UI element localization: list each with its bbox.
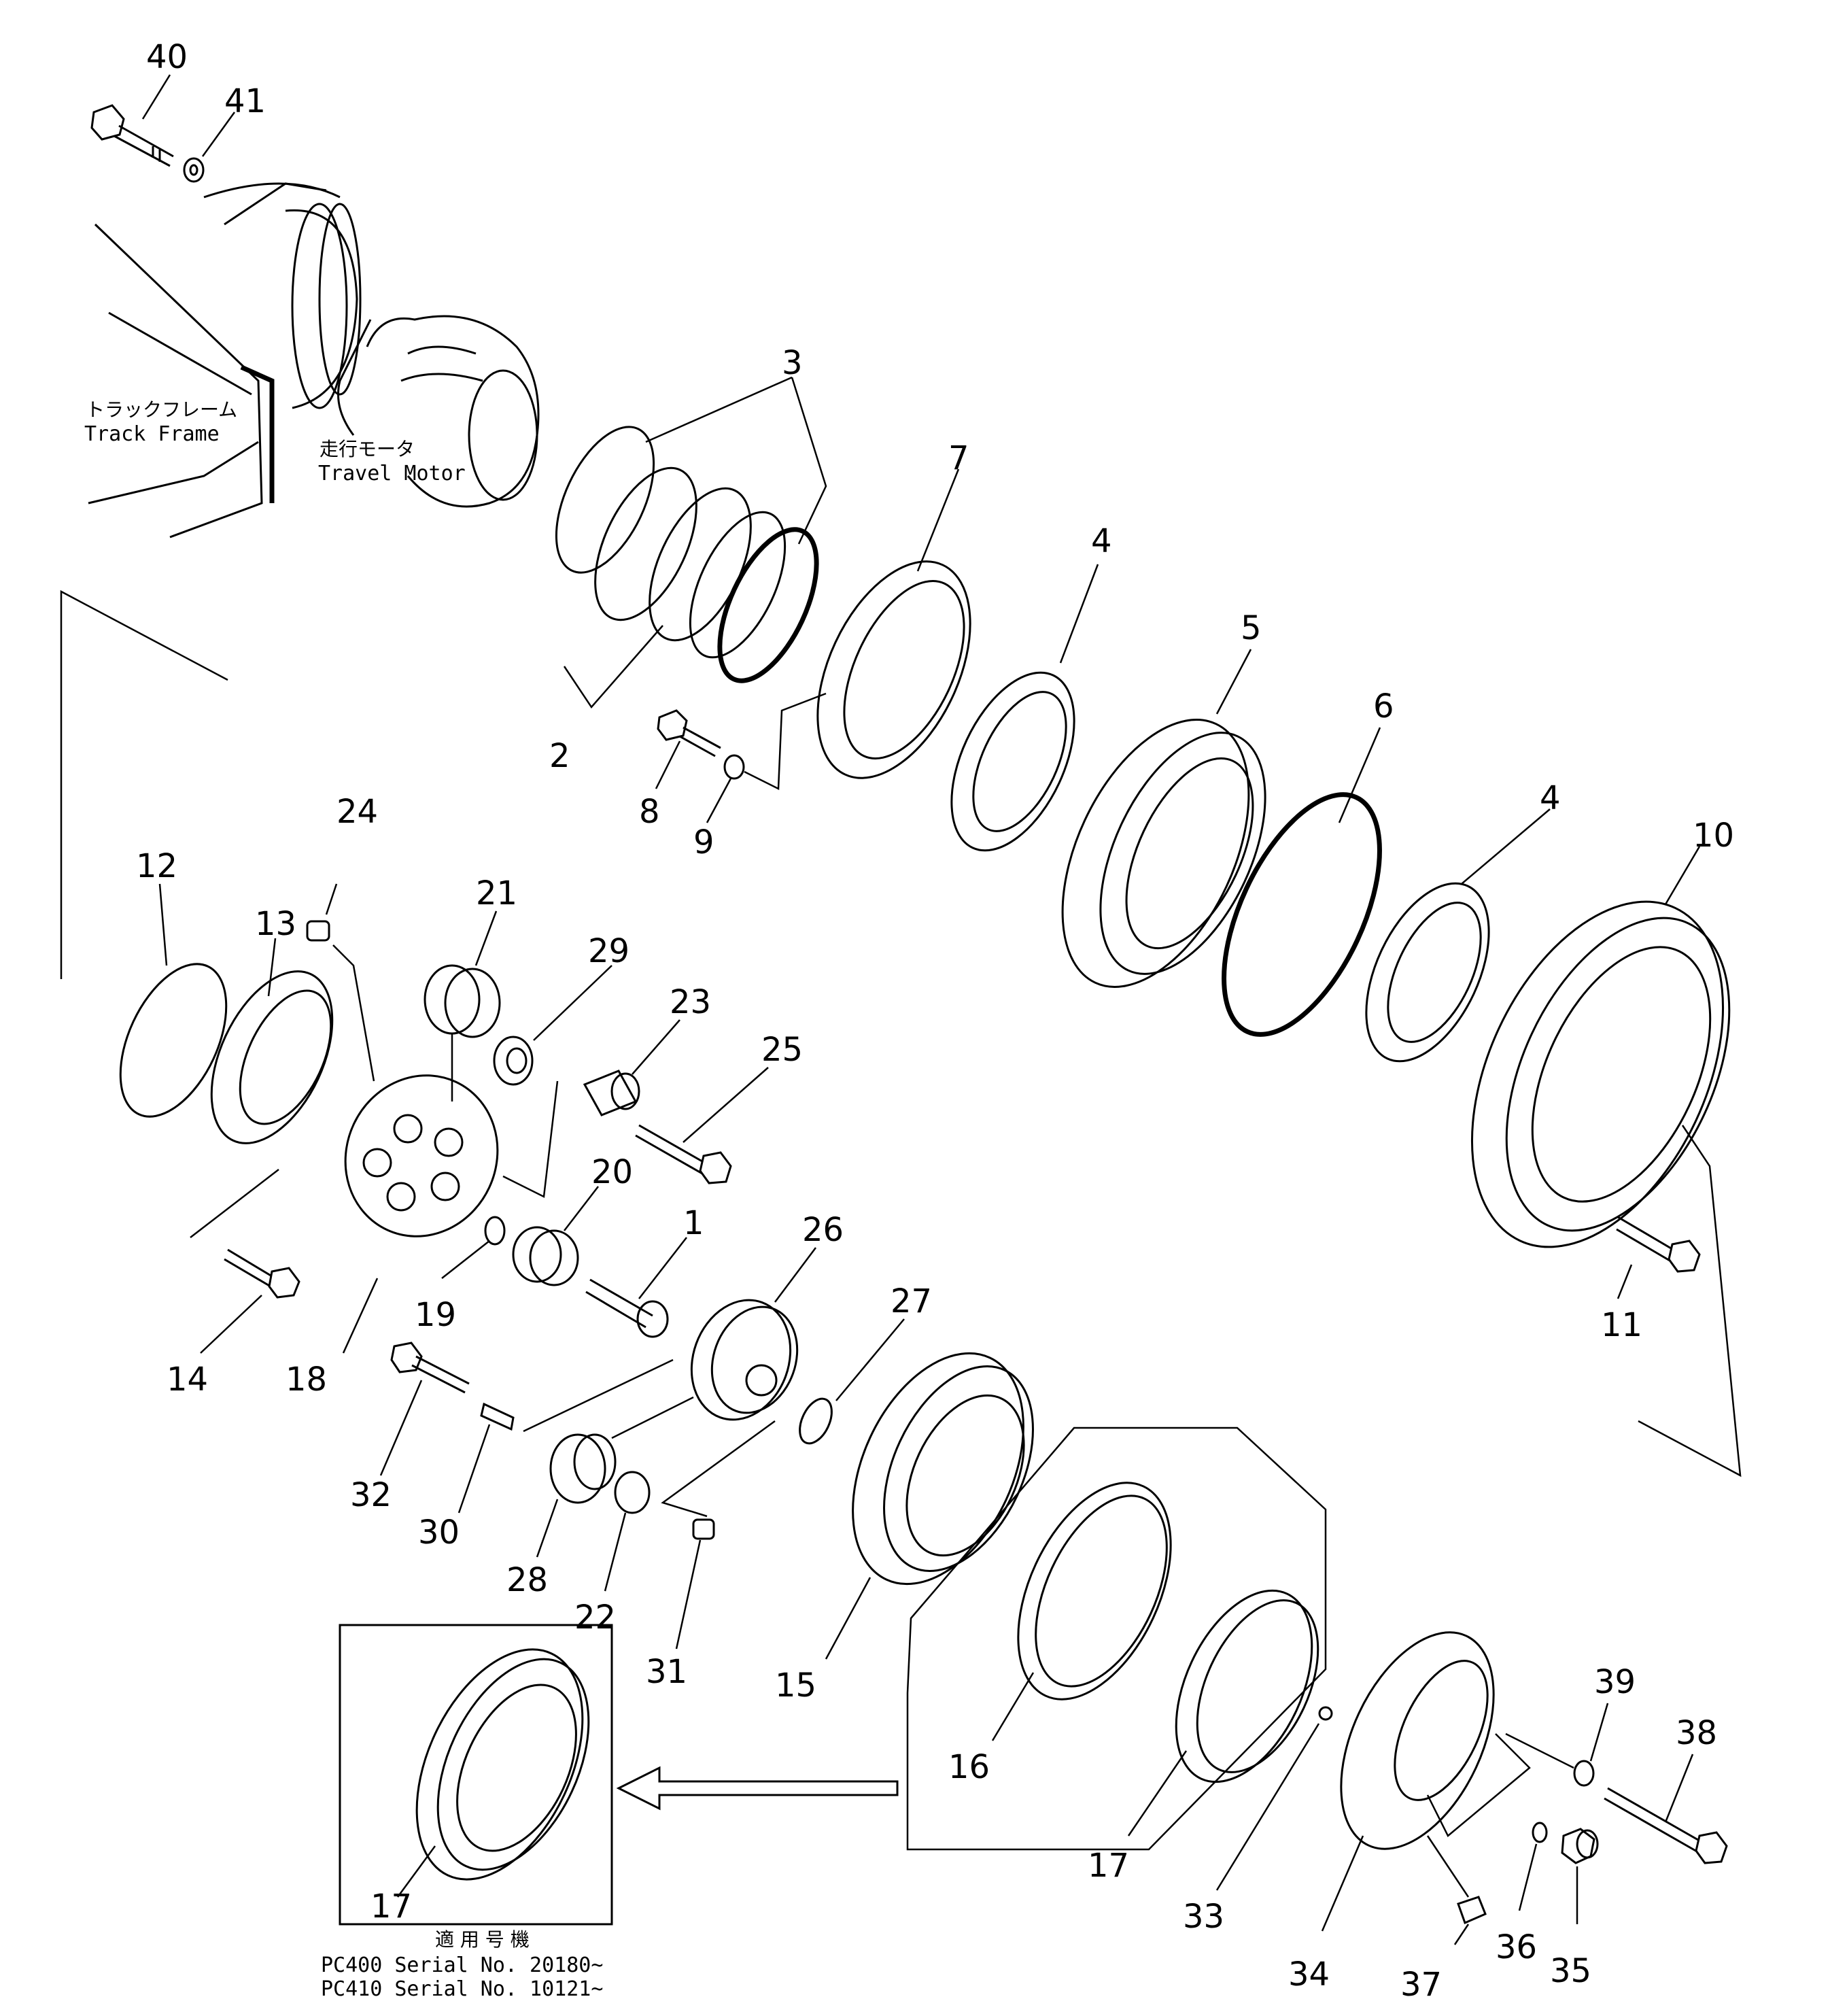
part-22-bearing	[614, 1471, 651, 1514]
callout-39: 39	[1594, 1663, 1636, 1701]
part-19-washer	[484, 1216, 506, 1246]
track-frame-label-jp: トラックフレーム	[86, 398, 237, 421]
part-6-o-ring	[1222, 792, 1382, 1037]
part-38-bolt	[1604, 1787, 1728, 1864]
note-serial-pc400: PC400 Serial No. 20180~	[321, 1953, 603, 1977]
part-11-bolt	[1616, 1216, 1701, 1273]
callout-20: 20	[591, 1153, 633, 1191]
part-37-plug	[1457, 1896, 1487, 1925]
part-41-washer	[183, 157, 205, 183]
callout-22: 22	[574, 1599, 616, 1637]
travel-motor-label: Travel Motor	[318, 462, 466, 485]
callout-19: 19	[415, 1296, 456, 1334]
callout-38: 38	[1676, 1714, 1717, 1752]
callout-9: 9	[693, 823, 714, 861]
part-13-bearing	[210, 970, 334, 1144]
part-8-bolt	[657, 709, 721, 757]
part-32-bolt	[390, 1342, 470, 1394]
callout-21: 21	[476, 874, 517, 912]
callout-5: 5	[1241, 609, 1262, 647]
travel-motor-label-jp: 走行モータ	[320, 438, 415, 460]
part-20-gear	[512, 1226, 579, 1286]
callout-37: 37	[1400, 1966, 1442, 2004]
callout-18: 18	[286, 1361, 327, 1399]
part-28-gear	[549, 1433, 617, 1504]
part-4-bearing-lower	[1365, 882, 1490, 1063]
callout-16: 16	[948, 1748, 990, 1786]
callout-41: 41	[224, 82, 266, 120]
callout-8: 8	[639, 793, 660, 831]
callout-10: 10	[1693, 817, 1734, 855]
replacement-arrow	[616, 1766, 899, 1811]
part-14-bolt	[224, 1248, 300, 1299]
part-36-ring	[1532, 1822, 1548, 1843]
callout-30: 30	[418, 1514, 460, 1552]
callout-25: 25	[761, 1031, 803, 1069]
part-34-bevel-gear	[1340, 1631, 1495, 1850]
part-30-pin	[480, 1402, 515, 1431]
callout-11: 11	[1601, 1306, 1642, 1344]
callout-35: 35	[1550, 1952, 1591, 1990]
part-31-plug	[692, 1518, 715, 1540]
callout-31: 31	[646, 1653, 687, 1691]
part-1-shaft	[585, 1278, 669, 1338]
part-29-bearing	[493, 1036, 534, 1086]
part-7-hub	[816, 560, 971, 779]
part-35-plug	[1561, 1828, 1599, 1864]
callout-34: 34	[1288, 1955, 1330, 1994]
callout-32: 32	[350, 1476, 392, 1514]
callout-33: 33	[1183, 1898, 1224, 1936]
callout-3: 3	[782, 344, 803, 382]
part-9-washer	[723, 754, 745, 780]
part-15-ring-gear	[852, 1352, 1034, 1586]
callout-40: 40	[146, 38, 188, 76]
part-26-carrier	[690, 1299, 799, 1421]
part-27-ring	[799, 1397, 833, 1445]
part-12-ring	[119, 963, 228, 1118]
callout-4-lower: 4	[1540, 779, 1561, 817]
track-frame-drawing	[88, 182, 362, 539]
callout-1: 1	[683, 1204, 704, 1242]
note-serial-pc410: PC410 Serial No. 10121~	[321, 1977, 603, 2001]
part-16-ring	[1017, 1482, 1172, 1701]
track-frame-label: Track Frame	[84, 422, 220, 446]
callout-12: 12	[136, 847, 177, 885]
part-39-washer	[1573, 1760, 1595, 1787]
callout-29: 29	[588, 932, 629, 970]
callout-7: 7	[948, 439, 969, 477]
part-25-bolt	[635, 1124, 732, 1184]
part-23-bushing	[583, 1070, 640, 1116]
part-10-sprocket	[1470, 900, 1731, 1248]
callout-2: 2	[549, 737, 570, 775]
part-18-carrier	[344, 1074, 499, 1237]
inset-callout-17: 17	[370, 1887, 412, 1926]
part-33-ball	[1318, 1706, 1333, 1721]
note-heading: 適 用 号 機	[435, 1928, 530, 1951]
travel-motor-drawing	[337, 315, 540, 508]
callout-23: 23	[670, 983, 711, 1021]
callout-14: 14	[167, 1361, 208, 1399]
part-40-bolt	[90, 104, 174, 167]
part-3-floating-seal	[555, 426, 819, 683]
part-24-plug	[306, 920, 330, 942]
callout-6: 6	[1373, 687, 1394, 725]
inset-box	[339, 1624, 613, 1926]
callout-28: 28	[506, 1561, 548, 1599]
callout-17: 17	[1088, 1847, 1129, 1885]
callout-4-upper: 4	[1091, 522, 1112, 560]
inset-part-17	[415, 1648, 590, 1881]
callout-24: 24	[336, 793, 378, 831]
part-21-gear	[424, 964, 501, 1038]
callout-27: 27	[891, 1282, 932, 1320]
part-4-bearing-upper	[950, 671, 1075, 852]
callout-36: 36	[1496, 1928, 1537, 1966]
callout-26: 26	[802, 1211, 844, 1249]
callout-15: 15	[775, 1667, 816, 1705]
part-5-housing	[1061, 719, 1266, 988]
part-17-ring-gear	[1175, 1589, 1319, 1783]
callout-13: 13	[255, 905, 296, 943]
